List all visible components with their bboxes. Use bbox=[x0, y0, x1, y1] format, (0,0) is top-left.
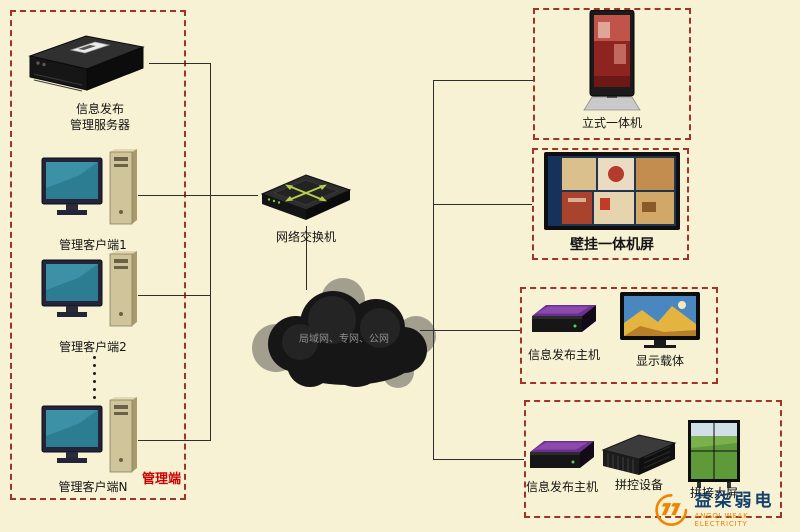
set-top-box-icon bbox=[532, 305, 596, 332]
cloud-label: 局域网、专网、公网 bbox=[299, 332, 389, 345]
set-top-box-icon bbox=[530, 441, 594, 468]
network-cloud: 局域网、专网、公网 bbox=[248, 276, 438, 394]
desktop-computer-icon bbox=[41, 251, 137, 327]
wall-screen-label: 壁挂一体机屏 bbox=[570, 237, 654, 253]
management-group-box bbox=[10, 10, 186, 500]
cloud-icon: 局域网、专网、公网 bbox=[252, 278, 436, 388]
management-server bbox=[24, 30, 149, 94]
switch-label: 网络交换机 bbox=[275, 230, 336, 244]
connector-line-videowall-branch bbox=[433, 459, 524, 460]
network-switch bbox=[258, 166, 354, 228]
kiosk-icon bbox=[583, 10, 641, 111]
connector-line-cloud-player bbox=[420, 330, 520, 331]
management-client-n bbox=[40, 396, 140, 482]
splicing-controller-icon bbox=[601, 434, 677, 475]
player-host-label: 信息发布主机 bbox=[527, 348, 600, 362]
wall-screen-icon bbox=[544, 152, 680, 230]
videowall-host-device bbox=[528, 436, 596, 476]
videowall-controller-device bbox=[600, 430, 678, 480]
tv-icon bbox=[620, 292, 700, 348]
wall-screen-device bbox=[544, 152, 680, 232]
brand-logo: 益柒弱电 ANGQI WEAK ELECTRICITY bbox=[654, 492, 800, 528]
management-group-tag: 管理端 bbox=[142, 472, 182, 487]
wallscreen-group-box bbox=[532, 148, 689, 260]
logo-name: 益柒弱电 bbox=[694, 491, 775, 512]
splicing-screen-icon bbox=[688, 420, 740, 488]
desktop-computer-icon bbox=[41, 397, 137, 473]
kiosk-label: 立式一体机 bbox=[581, 116, 642, 130]
display-tv-label: 显示载体 bbox=[635, 354, 684, 368]
management-client-2 bbox=[40, 250, 140, 336]
client2-label: 管理客户端2 bbox=[59, 340, 127, 354]
desktop-computer-icon bbox=[41, 149, 137, 225]
server-icon bbox=[28, 35, 145, 92]
connector-line-client2-bus bbox=[138, 295, 210, 296]
videowall-host-label: 信息发布主机 bbox=[525, 480, 598, 494]
management-client-1 bbox=[40, 148, 140, 234]
videowall-screen-device bbox=[688, 420, 740, 490]
server-label: 信息发布 管理服务器 bbox=[69, 102, 130, 132]
connector-line-switch-cloud bbox=[306, 226, 307, 290]
client1-label: 管理客户端1 bbox=[59, 238, 127, 252]
logo-icon bbox=[655, 494, 688, 526]
player-group-box bbox=[520, 287, 718, 384]
connector-line-clientN-bus bbox=[138, 440, 210, 441]
kiosk-group-box bbox=[533, 8, 691, 140]
connector-line-client1-switch bbox=[138, 195, 258, 196]
videowall-screen-label: 拼接大屏 bbox=[689, 486, 738, 500]
connector-line-server-bus bbox=[149, 63, 210, 64]
videowall-controller-label: 拼控设备 bbox=[614, 478, 663, 492]
player-host-device bbox=[530, 300, 598, 340]
kiosk-device bbox=[576, 10, 648, 114]
connector-line-kiosk-branch bbox=[433, 80, 533, 81]
videowall-group-box bbox=[524, 400, 782, 518]
ellipsis-dots bbox=[93, 356, 96, 399]
clientN-label: 管理客户端N bbox=[58, 480, 128, 494]
connector-line-wall-branch bbox=[433, 204, 532, 205]
switch-icon bbox=[260, 174, 352, 220]
logo-subtitle: ANGQI WEAK ELECTRICITY bbox=[694, 511, 749, 528]
display-tv-device bbox=[620, 292, 700, 352]
connector-line-right-bus bbox=[433, 80, 434, 460]
connector-line-left-bus bbox=[210, 63, 211, 441]
